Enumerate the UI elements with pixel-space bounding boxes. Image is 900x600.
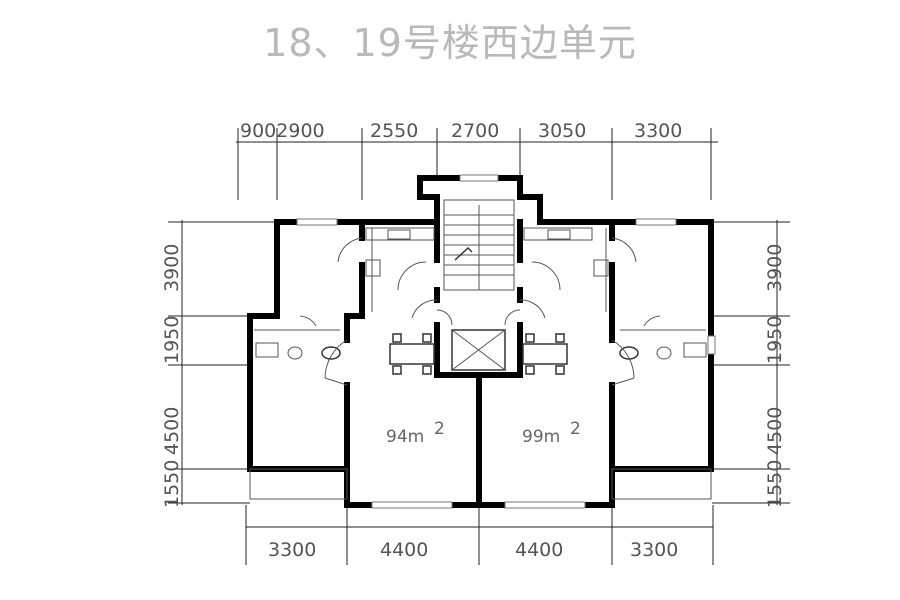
plan-title: 18、19号楼西边单元 bbox=[263, 21, 637, 65]
unit-area-right: 99m 2 bbox=[522, 419, 581, 447]
top-dim-1: 9002900 bbox=[240, 120, 325, 142]
unit-area-right-value: 99m bbox=[522, 427, 560, 447]
top-dim-3: 2700 bbox=[451, 120, 499, 142]
right-dim-1: 3900 bbox=[764, 244, 786, 292]
left-dim-4: 1550 bbox=[161, 460, 183, 508]
doors bbox=[324, 237, 637, 386]
bathrooms bbox=[254, 315, 707, 360]
right-dim-4: 1550 bbox=[764, 460, 786, 508]
unit-area-right-sup: 2 bbox=[570, 419, 581, 439]
unit-area-left: 94m 2 bbox=[386, 419, 445, 447]
top-dim-5: 3300 bbox=[634, 120, 682, 142]
right-dim-2: 1950 bbox=[764, 316, 786, 364]
top-dim-2: 2550 bbox=[370, 120, 418, 142]
unit-area-left-sup: 2 bbox=[434, 419, 445, 439]
left-dim-3: 4500 bbox=[161, 407, 183, 455]
bottom-dim-4: 3300 bbox=[630, 539, 678, 561]
unit-area-left-value: 94m bbox=[386, 427, 424, 447]
right-dim-3: 4500 bbox=[764, 407, 786, 455]
top-dim-4: 3050 bbox=[538, 120, 586, 142]
dining-tables bbox=[389, 333, 568, 375]
left-dim-2: 1950 bbox=[161, 316, 183, 364]
kitchens bbox=[365, 227, 609, 312]
elevator-shaft bbox=[451, 329, 506, 371]
staircase bbox=[443, 199, 515, 291]
bottom-dim-2: 4400 bbox=[380, 539, 428, 561]
dimension-lines bbox=[168, 128, 790, 565]
balconies bbox=[249, 468, 712, 500]
windows bbox=[296, 174, 716, 509]
bottom-dim-3: 4400 bbox=[515, 539, 563, 561]
walls bbox=[247, 175, 714, 508]
bottom-dim-1: 3300 bbox=[268, 539, 316, 561]
left-dim-1: 3900 bbox=[161, 244, 183, 292]
